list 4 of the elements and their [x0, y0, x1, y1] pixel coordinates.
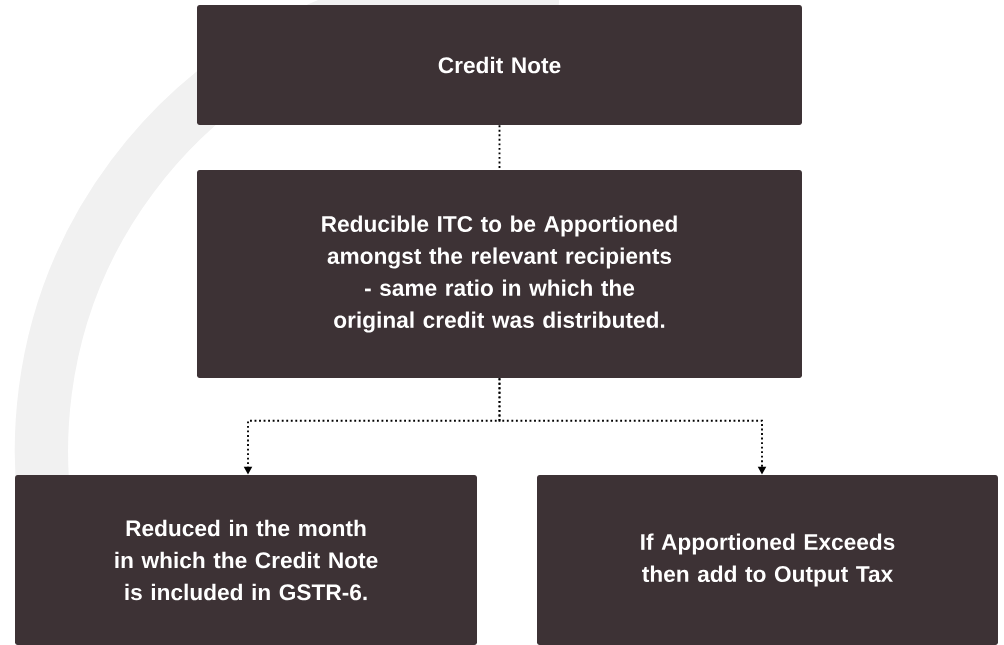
- process-box: Reduced in the month in which the Credit Note is included in GSTR-6.: [15, 475, 477, 645]
- process-box: Reducible ITC to be Apportioned amongst the relevant recipients - same ratio in which the original credit was distributed.: [197, 170, 802, 378]
- process-box: If Apportioned Exceeds then add to Output Tax: [537, 475, 998, 645]
- process-box: Credit Note: [197, 5, 802, 125]
